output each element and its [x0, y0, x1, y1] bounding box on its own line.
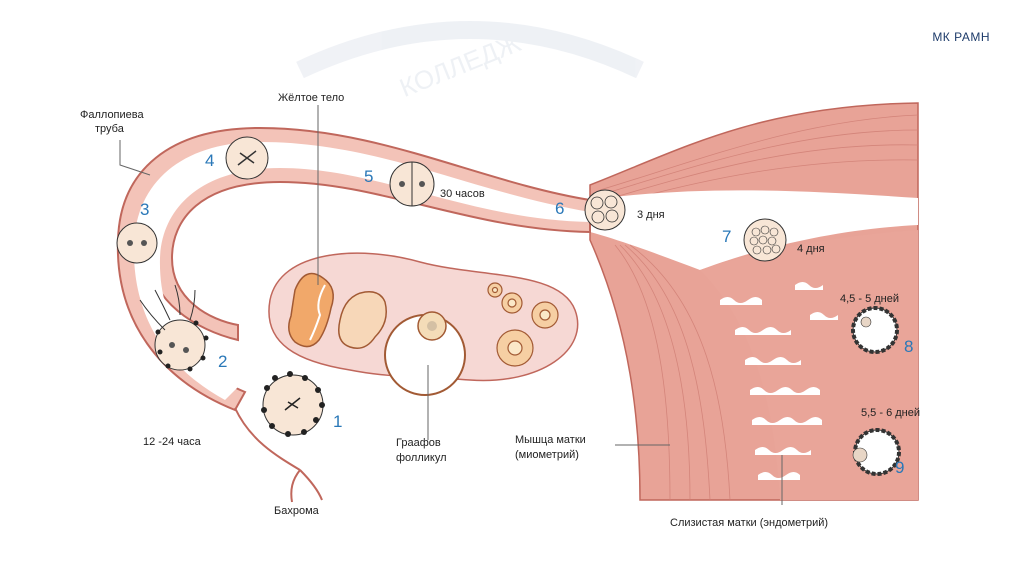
fimbria — [234, 407, 323, 503]
label-12-24-hours: 12 -24 часа — [143, 436, 202, 448]
label-3-days: 3 дня — [637, 209, 665, 221]
stage-number-7: 7 — [722, 227, 731, 246]
label-4-days: 4 дня — [797, 243, 825, 255]
stage-number-6: 6 — [555, 199, 564, 218]
label-5-5-days: 5,5 - 6 дней — [861, 407, 920, 419]
collapsed-follicle — [338, 290, 387, 349]
label-endometrium: Слизистая матки (эндометрий) — [670, 517, 828, 529]
stage-4-cell — [225, 136, 269, 180]
stage-7-cell — [743, 218, 787, 262]
label-myometrium-line2: (миометрий) — [515, 449, 579, 461]
label-30-hours: 30 часов — [440, 188, 485, 200]
stage-3-cell — [116, 222, 158, 264]
stage-number-1: 1 — [333, 412, 342, 431]
label-myometrium-line1: Мышца матки — [515, 434, 586, 446]
corner-logo-text: МК РАМН — [932, 30, 990, 44]
label-fallopian-tube-line2: труба — [95, 123, 125, 135]
tube-lumen — [133, 142, 591, 400]
endometrium-glands — [720, 201, 905, 480]
stage-number-9: 9 — [895, 458, 904, 477]
label-4-5-days: 4,5 - 5 дней — [840, 293, 899, 305]
stage-1-cell — [261, 371, 325, 437]
label-graafian-line1: Граафов — [396, 437, 441, 449]
stage-2-cell — [139, 284, 209, 372]
stage-8-cell — [851, 306, 899, 354]
label-corpus-luteum: Жёлтое тело — [278, 92, 344, 104]
label-fimbria: Бахрома — [274, 505, 320, 517]
stage-number-5: 5 — [364, 167, 373, 186]
label-graafian-line2: фолликул — [396, 452, 447, 464]
stage-number-3: 3 — [140, 200, 149, 219]
stage-number-8: 8 — [904, 337, 913, 356]
stage-6-cell — [584, 189, 626, 231]
leader-lines — [119, 105, 783, 505]
stage-5-cell — [389, 161, 435, 207]
stage-number-4: 4 — [205, 151, 214, 170]
label-fallopian-tube-line1: Фаллопиева — [80, 109, 144, 121]
muscle-fibers — [599, 114, 919, 501]
stage-9-cell — [852, 428, 901, 476]
stage-number-2: 2 — [218, 352, 227, 371]
small-follicles — [487, 282, 559, 367]
watermark: КОЛЛЕДЖ — [296, 21, 644, 103]
